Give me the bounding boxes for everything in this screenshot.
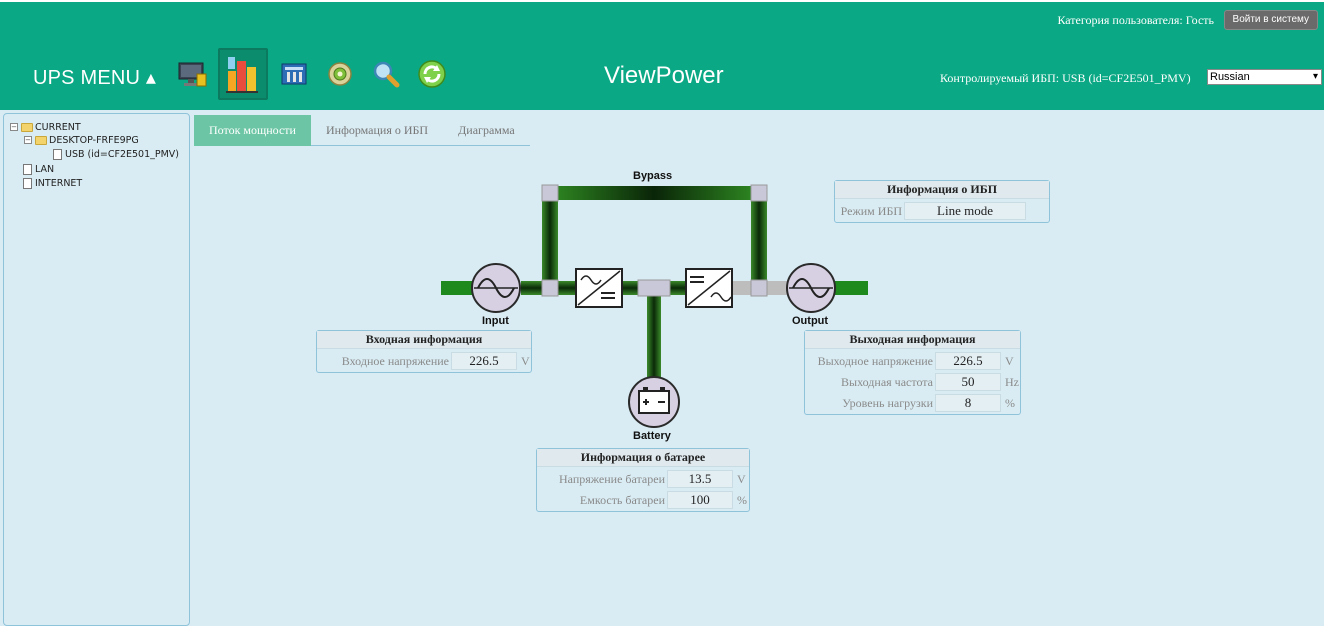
- tree-label-internet: INTERNET: [35, 177, 83, 189]
- settings-icon[interactable]: [320, 54, 360, 94]
- output-info-panel: Выходная информация Выходное напряжение …: [804, 330, 1021, 415]
- input-info-panel: Входная информация Входное напряжение 22…: [316, 330, 532, 373]
- bypass-label: Bypass: [633, 170, 673, 182]
- input-voltage-value: 226.5: [451, 352, 517, 370]
- output-ac-icon: [786, 263, 836, 313]
- output-info-title: Выходная информация: [805, 331, 1020, 349]
- output-label: Output: [792, 315, 829, 327]
- input-voltage-unit: V: [521, 353, 530, 368]
- input-label: Input: [482, 315, 509, 327]
- output-voltage-unit: V: [1005, 353, 1014, 368]
- input-line: [441, 281, 481, 295]
- battery-info-panel: Информация о батарее Напряжение батареи …: [536, 448, 750, 512]
- battery-info-title: Информация о батарее: [537, 449, 749, 467]
- output-freq-unit: Hz: [1005, 374, 1019, 389]
- search-icon[interactable]: [366, 54, 406, 94]
- bypass-right-line: [751, 193, 767, 283]
- input-voltage-label: Входное напряжение: [341, 353, 449, 368]
- tree-label-host: DESKTOP-FRFE9PG: [49, 134, 139, 146]
- language-select[interactable]: Russian ▾: [1207, 69, 1322, 85]
- battery-capacity-unit: %: [737, 492, 747, 507]
- language-value: Russian: [1210, 71, 1250, 83]
- monitor-icon[interactable]: [172, 54, 212, 94]
- file-icon: [23, 177, 32, 189]
- tree-label-usb: USB (id=CF2E501_PMV): [65, 148, 180, 160]
- header-bar: Категория пользователя: Гость Войти в си…: [0, 0, 1324, 110]
- junction: [750, 184, 768, 202]
- ups-info-title: Информация о ИБП: [835, 181, 1049, 199]
- ups-menu-button[interactable]: UPS MENU ▴: [33, 67, 157, 89]
- input-info-title: Входная информация: [317, 331, 531, 349]
- login-button[interactable]: Войти в систему: [1223, 10, 1318, 30]
- collapse-icon[interactable]: −: [24, 136, 32, 144]
- chart-icon[interactable]: [218, 48, 268, 100]
- file-icon: [53, 148, 62, 160]
- output-voltage-label: Выходное напряжение: [817, 353, 933, 368]
- tab-power-flow[interactable]: Поток мощности: [194, 115, 311, 146]
- tree-node-usb[interactable]: USB (id=CF2E501_PMV): [53, 148, 179, 160]
- inverter-icon: [685, 268, 733, 308]
- tree-label-lan: LAN: [35, 163, 55, 175]
- battery-line: [647, 290, 661, 380]
- output-voltage-value: 226.5: [935, 352, 1001, 370]
- junction: [541, 184, 559, 202]
- monitored-ups-text: Контролируемый ИБП: USB (id=CF2E501_PMV): [940, 71, 1191, 85]
- collapse-icon[interactable]: −: [10, 123, 18, 131]
- tab-ups-info[interactable]: Информация о ИБП: [325, 123, 429, 137]
- battery-label: Battery: [633, 430, 671, 442]
- battery-capacity-label: Емкость батареи: [579, 492, 665, 507]
- input-ac-icon: [471, 263, 521, 313]
- ups-mode-label: Режим ИБП: [840, 203, 902, 218]
- refresh-icon[interactable]: [412, 54, 452, 94]
- tree-node-host[interactable]: − DESKTOP-FRFE9PG: [24, 134, 139, 146]
- tree-node-lan[interactable]: LAN: [23, 163, 54, 175]
- user-category-text: Категория пользователя: Гость: [1057, 13, 1214, 27]
- junction: [750, 279, 768, 297]
- toolbar: [172, 48, 458, 100]
- junction: [541, 279, 559, 297]
- folder-icon: [21, 122, 33, 132]
- ups-info-panel: Информация о ИБП Режим ИБП Line mode: [834, 180, 1050, 223]
- tree-node-current[interactable]: − CURRENT: [10, 121, 81, 133]
- output-load-label: Уровень нагрузки: [842, 395, 933, 410]
- ups-mode-value: Line mode: [904, 202, 1026, 220]
- output-line: [833, 281, 868, 295]
- tab-chart[interactable]: Диаграмма: [458, 123, 515, 137]
- output-load-unit: %: [1005, 395, 1015, 410]
- tree-label-current: CURRENT: [35, 121, 81, 133]
- battery-voltage-unit: V: [737, 471, 746, 486]
- main-tabs: Поток мощности Информация о ИБП Диаграмм…: [194, 115, 530, 146]
- bypass-left-line: [542, 193, 558, 283]
- output-load-value: 8: [935, 394, 1001, 412]
- battery-voltage-label: Напряжение батареи: [559, 471, 665, 486]
- device-tree: − CURRENT − DESKTOP-FRFE9PG USB (id=CF2E…: [3, 113, 190, 626]
- output-freq-value: 50: [935, 373, 1001, 391]
- rectifier-icon: [575, 268, 623, 308]
- brand-title: ViewPower: [604, 62, 724, 89]
- file-icon: [23, 163, 32, 175]
- junction: [637, 279, 671, 297]
- chevron-down-icon: ▾: [1312, 71, 1318, 82]
- bypass-line: [549, 186, 759, 200]
- tree-node-internet[interactable]: INTERNET: [23, 177, 82, 189]
- battery-capacity-value: 100: [667, 491, 733, 509]
- folder-icon: [35, 135, 47, 145]
- battery-icon: [628, 376, 680, 428]
- output-freq-label: Выходная частота: [841, 374, 933, 389]
- battery-voltage-value: 13.5: [667, 470, 733, 488]
- tools-icon[interactable]: [274, 54, 314, 94]
